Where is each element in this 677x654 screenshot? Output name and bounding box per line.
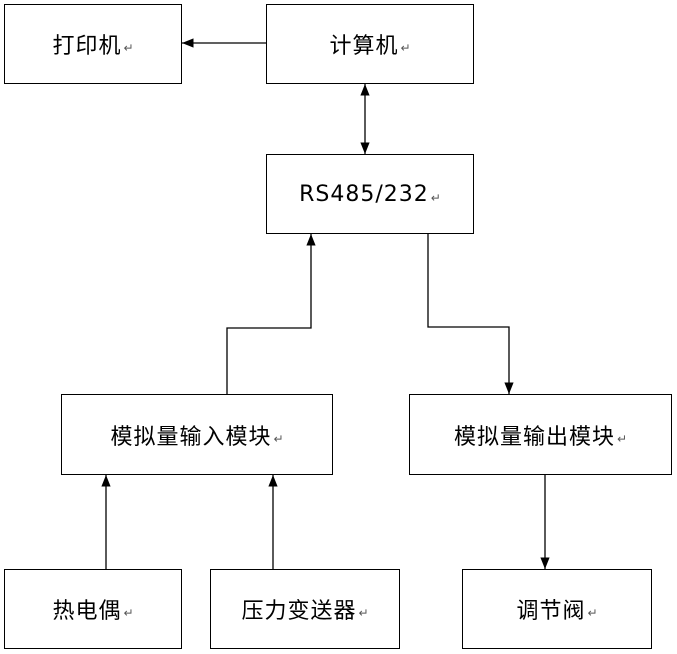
paragraph-mark: ↵ [431,191,441,205]
paragraph-mark: ↵ [273,432,283,446]
node-rs485-232-label: RS485/232 [299,182,429,207]
node-control-valve: 调节阀↵ [462,569,652,649]
node-analog-input-module-label: 模拟量输入模块 [110,419,271,451]
node-printer: 打印机↵ [4,4,182,84]
node-printer-label: 打印机 [52,28,121,60]
node-analog-input-module: 模拟量输入模块↵ [61,394,333,475]
node-pressure-transmitter-label: 压力变送器 [241,593,356,625]
node-computer-label: 计算机 [329,28,398,60]
paragraph-mark: ↵ [358,606,368,620]
paragraph-mark: ↵ [587,606,597,620]
node-rs485-232: RS485/232↵ [266,154,474,234]
node-computer: 计算机↵ [266,4,474,84]
paragraph-mark: ↵ [617,432,627,446]
paragraph-mark: ↵ [123,606,133,620]
paragraph-mark: ↵ [123,41,133,55]
node-analog-output-module-label: 模拟量输出模块 [454,419,615,451]
edge-rs-to-aout [428,234,509,394]
node-pressure-transmitter: 压力变送器↵ [210,569,400,649]
node-thermocouple: 热电偶↵ [4,569,182,649]
node-control-valve-label: 调节阀 [516,593,585,625]
node-thermocouple-label: 热电偶 [52,593,121,625]
paragraph-mark: ↵ [400,41,410,55]
node-analog-output-module: 模拟量输出模块↵ [409,394,672,475]
edge-ain-to-rs [227,234,311,394]
